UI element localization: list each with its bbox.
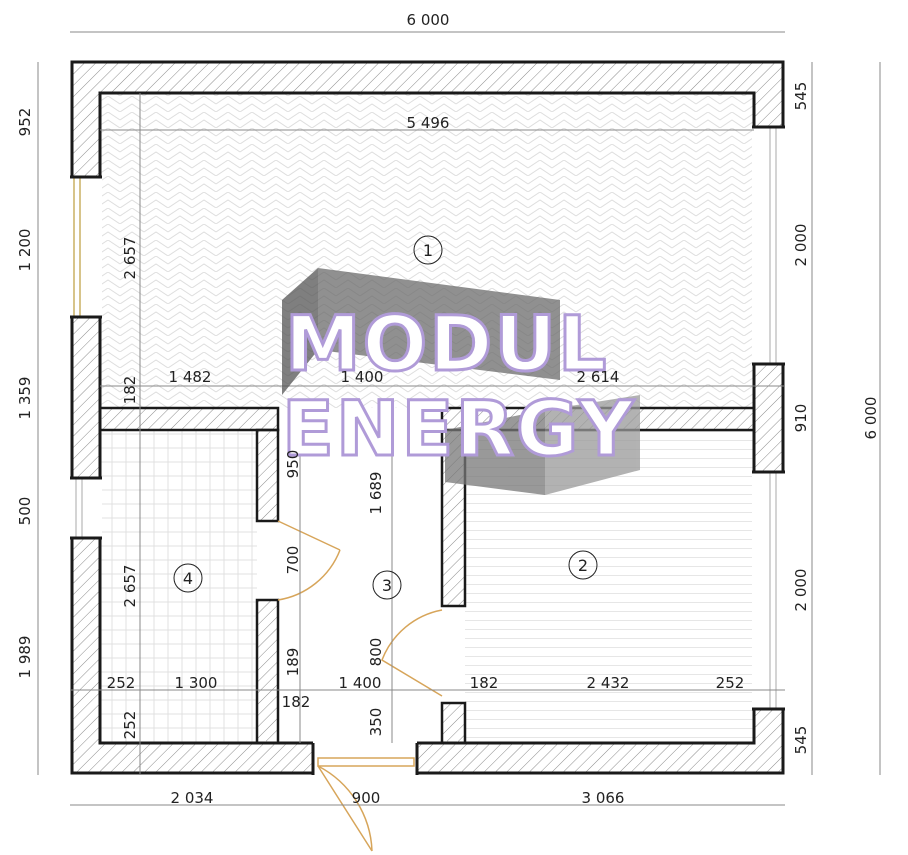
dim-bottom-right: 3 066 (582, 789, 625, 807)
dim-right-2000-top: 2 000 (792, 224, 810, 267)
dim-bottom-door: 900 (352, 789, 381, 807)
dim-hall-700: 700 (284, 546, 302, 575)
dim-right-545-top: 545 (792, 82, 810, 111)
room-3-marker: 3 (372, 570, 402, 600)
dim-right-total: 6 000 (862, 397, 880, 440)
room4-floor (100, 430, 257, 743)
entrance-door-arc (317, 765, 373, 852)
dim-row2-252: 252 (107, 674, 136, 692)
svg-text:1: 1 (423, 241, 433, 260)
dim-right-545-bottom: 545 (792, 726, 810, 755)
watermark-line1: MODUL (285, 299, 608, 388)
window-right-bottom (752, 472, 785, 709)
dim-left-952: 952 (16, 108, 34, 137)
dim-hall-189: 189 (284, 648, 302, 677)
door-room2-arc (381, 609, 443, 697)
dim-left-1200: 1 200 (16, 229, 34, 272)
dim-row1-1400: 1 400 (341, 368, 384, 386)
window-right-top (752, 127, 785, 364)
dim-row2-1300: 1 300 (175, 674, 218, 692)
dim-row2-182: 182 (470, 674, 499, 692)
dim-right-2000-bottom: 2 000 (792, 569, 810, 612)
watermark-line2: ENERGY (282, 384, 636, 473)
dim-row2-252-right: 252 (716, 674, 745, 692)
dim-room4-252-vertical: 252 (121, 711, 139, 740)
room-2-marker: 2 (568, 550, 598, 580)
dim-top-total: 6 000 (407, 11, 450, 29)
svg-text:3: 3 (382, 576, 392, 595)
interior-wall-room4 (255, 428, 280, 523)
dimension-lines (37, 31, 881, 806)
dim-left-1359: 1 359 (16, 377, 34, 420)
interior-wall-horizontal (98, 406, 280, 432)
dim-left-500: 500 (16, 497, 34, 526)
interior-wall-room2-stub (440, 701, 467, 745)
dim-hall-950: 950 (284, 450, 302, 479)
dim-row2-1400: 1 400 (339, 674, 382, 692)
dim-row1-182: 182 (121, 376, 139, 405)
door-room4-arc (277, 520, 341, 601)
dim-hall-182: 182 (282, 693, 311, 711)
dim-room1-width: 5 496 (407, 114, 450, 132)
dim-right-910: 910 (792, 404, 810, 433)
dim-hall-1689: 1 689 (367, 472, 385, 515)
svg-text:2: 2 (578, 556, 588, 575)
room-1-marker: 1 (413, 235, 443, 265)
window-left-bottom (70, 478, 102, 538)
dim-row1-2614: 2 614 (577, 368, 620, 386)
dim-hall-800: 800 (367, 638, 385, 667)
svg-text:4: 4 (183, 569, 193, 588)
dim-hall-350: 350 (367, 708, 385, 737)
dim-row1-1482: 1 482 (169, 368, 212, 386)
room-4-marker: 4 (173, 563, 203, 593)
dim-bottom-left: 2 034 (171, 789, 214, 807)
dim-room4-height: 2 657 (121, 565, 139, 608)
dim-room1-height: 2 657 (121, 237, 139, 280)
window-left-top (70, 177, 102, 317)
dim-row2-2432: 2 432 (587, 674, 630, 692)
modul-energy-logo (282, 268, 640, 495)
dim-left-1989: 1 989 (16, 636, 34, 679)
